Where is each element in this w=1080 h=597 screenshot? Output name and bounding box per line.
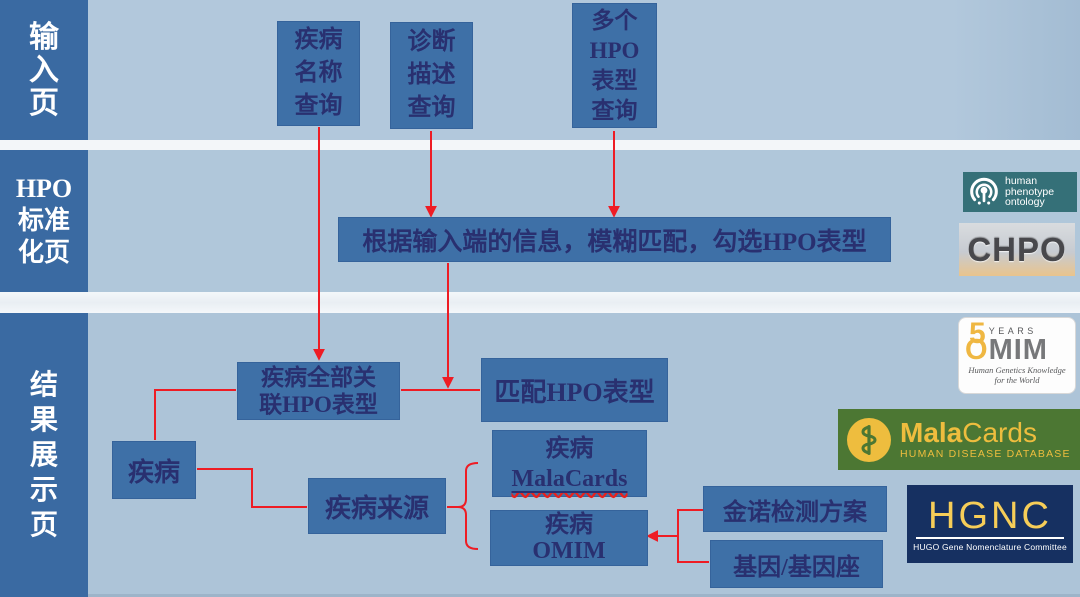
malacards-logo: MalaCards HUMAN DISEASE DATABASE [838, 409, 1080, 470]
sidebar-label-results-page: 结 果 展 示 页 [0, 313, 88, 597]
box-text-line: 疾病来源 [324, 493, 429, 523]
malacards-link-wrap: MalaCards [512, 464, 628, 494]
flow-box-disease-omim: 疾病 OMIM [490, 510, 648, 566]
hpo-logo-text-line: phenotype [1005, 185, 1055, 198]
hpo-logo-icon [970, 177, 998, 205]
box-text-line: 疾病 [294, 27, 343, 53]
omim-logo-mim: MIM [988, 334, 1048, 366]
sidebar-input-line: 输 [29, 20, 59, 54]
malacards-logo-mala: Mala [900, 417, 963, 448]
flow-box-gene-locus: 基因/基因座 [710, 540, 883, 588]
box-text-line: 名称 [294, 60, 343, 86]
box-text-line: 查询 [407, 95, 456, 121]
sidebar-results-line: 结 [29, 369, 58, 401]
input-band-background [0, 0, 1080, 140]
omim-logo-tagline: for the World [994, 375, 1040, 385]
flow-box-fuzzy-match: 根据输入端的信息，模糊匹配，勾选HPO表型 [338, 217, 891, 262]
omim-logo-row-years: 5 YEARS [969, 317, 1075, 350]
box-text-line: 查询 [591, 97, 638, 123]
sidebar-hpo-line: HPO [15, 174, 73, 203]
box-text-line: 疾病 [545, 512, 593, 538]
sidebar-input-line: 入 [29, 53, 59, 87]
flow-box-disease-source: 疾病来源 [308, 478, 446, 534]
box-text-line: OMIM [532, 538, 606, 564]
hpo-logo-text: human phenotype ontology [1005, 176, 1054, 208]
sidebar-label-input-page: 输 入 页 [0, 0, 88, 140]
flow-box-multi-hpo-query: 多个 HPO 表型 查询 [572, 3, 657, 128]
flow-box-disease: 疾病 [112, 441, 196, 499]
box-text-line: 诊断 [407, 29, 456, 55]
sidebar-results-line: 页 [29, 509, 58, 541]
box-text-line: 描述 [407, 62, 456, 88]
box-text-line: 根据输入端的信息，模糊匹配，勾选HPO表型 [362, 228, 867, 256]
omim-logo-five: 5 [969, 317, 986, 350]
box-text-line: 联HPO表型 [259, 392, 378, 417]
sidebar-input-line: 页 [29, 86, 59, 120]
sidebar-hpo-line: 标准 [17, 206, 70, 235]
hgnc-logo-title: HGNC [928, 494, 1052, 537]
flow-box-jinnuo-test-plan: 金诺检测方案 [703, 486, 887, 532]
hpo-logo: human phenotype ontology [963, 172, 1077, 212]
hgnc-logo-divider [916, 536, 1064, 539]
omim-logo-row-name: OMIM [965, 335, 1075, 365]
malacards-logo-title: MalaCards [900, 419, 1071, 447]
omim-logo-years: YEARS [988, 326, 1037, 336]
flow-box-disease-malacards: 疾病 MalaCards [492, 430, 647, 497]
box-text-line: 基因/基因座 [733, 554, 860, 581]
chpo-logo-text: CHPO [967, 230, 1067, 268]
hpo-logo-text-line: ontology [1005, 196, 1045, 209]
malacards-logo-subtitle: HUMAN DISEASE DATABASE [900, 448, 1071, 460]
asclepius-icon [847, 417, 891, 462]
box-text-line: HPO [589, 37, 640, 63]
band-separator-2 [0, 292, 1080, 313]
band-separator-1 [0, 140, 1080, 150]
box-text-line: 表型 [591, 67, 638, 93]
hgnc-logo: HGNC HUGO Gene Nomenclature Committee [907, 485, 1073, 563]
box-text-line: 查询 [294, 93, 343, 119]
flow-box-diagnosis-query: 诊断 描述 查询 [390, 22, 473, 129]
box-text-line: 疾病全部关 [261, 365, 376, 390]
hgnc-logo-subtitle: HUGO Gene Nomenclature Committee [913, 541, 1067, 552]
bottom-edge-strip [0, 594, 1080, 597]
malacards-logo-cards: Cards [962, 417, 1037, 448]
chpo-logo: CHPO [959, 223, 1075, 276]
sidebar-results-line: 展 [29, 439, 58, 471]
omim-logo: 5 YEARS OMIM Human Genetics Knowledge fo… [958, 317, 1076, 394]
hpo-logo-text-line: human [1005, 175, 1038, 188]
box-text-line: 疾病 [127, 457, 180, 487]
box-text-line: 金诺检测方案 [723, 499, 867, 526]
sidebar-results-line: 果 [29, 404, 58, 436]
omim-logo-o: O [965, 334, 989, 366]
flow-box-disease-name-query: 疾病 名称 查询 [277, 21, 360, 126]
omim-logo-tagline: Human Genetics Knowledge [968, 365, 1066, 375]
sidebar-results-line: 示 [29, 474, 58, 506]
flow-box-match-hpo: 匹配HPO表型 [481, 358, 668, 422]
box-text-line: 匹配HPO表型 [494, 377, 655, 407]
box-text-line: 疾病 [545, 435, 594, 462]
malacards-link[interactable]: MalaCards [511, 465, 628, 492]
box-text-line: 多个 [591, 7, 638, 33]
flow-box-all-linked-hpo: 疾病全部关 联HPO表型 [237, 362, 400, 420]
sidebar-hpo-line: 化页 [17, 238, 70, 267]
malacards-logo-text: MalaCards HUMAN DISEASE DATABASE [900, 419, 1071, 461]
sidebar-label-hpo-normalization-page: HPO 标准 化页 [0, 150, 88, 292]
